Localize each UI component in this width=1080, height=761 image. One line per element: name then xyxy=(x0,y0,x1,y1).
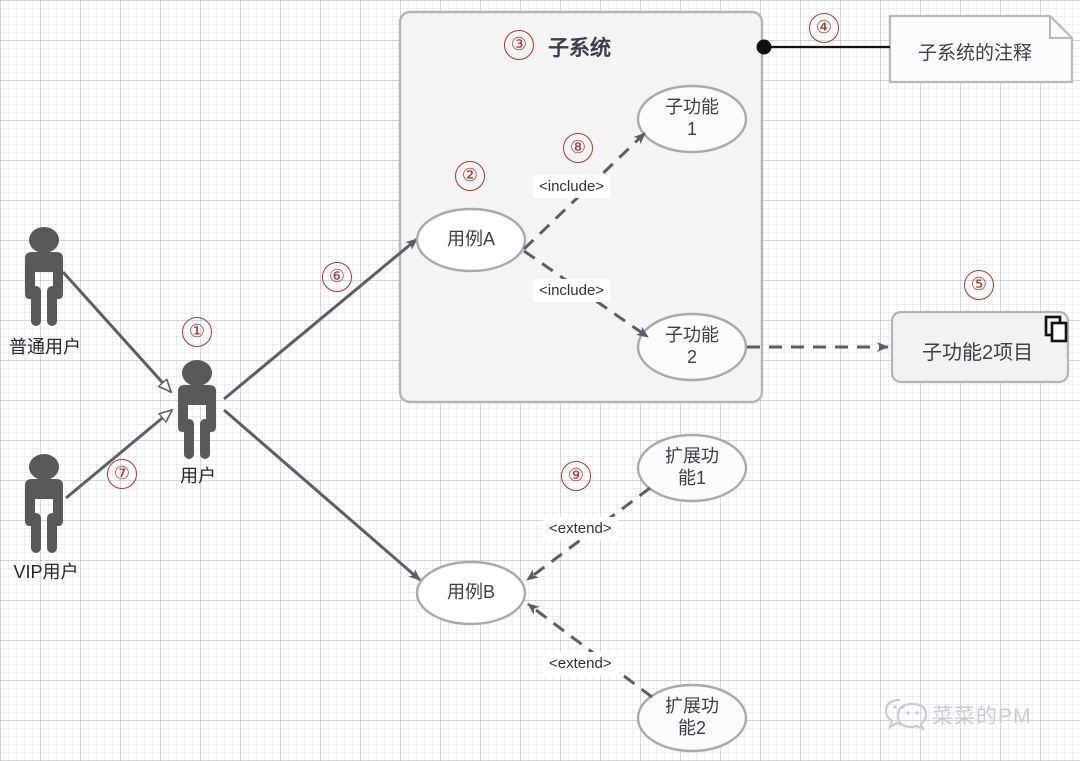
watermark-text: 菜菜的PM xyxy=(932,705,1032,728)
stereotype-include-bottom: <include> xyxy=(533,279,611,302)
marker-7: ⑦ xyxy=(107,459,137,489)
marker-4: ④ xyxy=(809,13,839,43)
marker-3: ③ xyxy=(504,30,534,60)
use-case-a-ellipse xyxy=(415,207,527,273)
actor-vip-user-figure xyxy=(25,454,63,553)
artifact-box xyxy=(890,310,1070,384)
artifact-label: 子功能2项目 xyxy=(922,342,1034,364)
marker-9: ⑨ xyxy=(561,461,591,491)
marker-8: ⑧ xyxy=(563,133,593,163)
association-user-to-use-case-a xyxy=(223,237,418,401)
association-user-to-use-case-b xyxy=(223,408,421,582)
stereotype-include-top: <include> xyxy=(533,175,611,198)
extend-function-2-ellipse xyxy=(636,683,748,753)
actor-normal-user-label: 普通用户 xyxy=(9,337,81,357)
use-case-b-ellipse xyxy=(415,560,527,626)
stereotype-extend-top: <extend> xyxy=(543,517,618,540)
actor-user-figure xyxy=(178,360,216,459)
include-a-to-sub-function-1 xyxy=(522,131,647,251)
note-anchor-dot xyxy=(756,39,772,55)
actor-user-label: 用户 xyxy=(180,466,216,486)
wechat-icon xyxy=(884,698,928,732)
extend-function-2-to-use-case-b xyxy=(527,602,653,699)
marker-1: ① xyxy=(182,317,212,347)
marker-5: ⑤ xyxy=(964,270,994,300)
stereotype-extend-bottom: <extend> xyxy=(543,652,618,675)
sub-function-2-ellipse xyxy=(636,312,748,382)
marker-2: ② xyxy=(455,161,485,191)
marker-6: ⑥ xyxy=(322,262,352,292)
extend-function-1-ellipse xyxy=(636,433,748,503)
generalization-vip-to-user xyxy=(65,410,172,500)
note-fold-icon xyxy=(1049,16,1072,39)
note-text: 子系统的注释 xyxy=(918,43,1033,64)
subsystem-title: 子系统 xyxy=(548,37,611,60)
actor-vip-user-label: VIP用户 xyxy=(13,562,79,582)
artifact-icon xyxy=(1044,315,1068,343)
generalization-normal-to-user xyxy=(61,270,171,392)
note-box xyxy=(888,14,1074,84)
actor-normal-user-figure xyxy=(25,227,63,326)
sub-function-1-ellipse xyxy=(636,84,748,154)
